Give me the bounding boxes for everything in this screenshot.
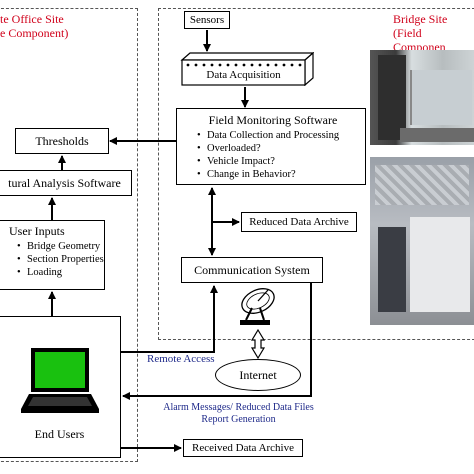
satellite-dish-icon	[230, 284, 280, 328]
remote-site-frame	[0, 8, 138, 462]
field-monitoring-box: Field Monitoring Software Data Collectio…	[176, 108, 366, 185]
reduced-data-archive-label: Reduced Data Archive	[249, 216, 349, 228]
communication-system-box: Communication System	[181, 257, 323, 283]
remote-access-label: Remote Access	[147, 353, 215, 365]
thresholds-label: Thresholds	[35, 133, 89, 148]
list-item: Data Collection and Processing	[197, 129, 365, 142]
end-users-box: End Users	[0, 316, 121, 458]
internet-node: Internet	[215, 359, 301, 391]
bridge-site-frame	[158, 8, 474, 340]
structural-analysis-label: tural Analysis Software	[8, 175, 121, 190]
equipment-photo-bottom	[370, 157, 474, 325]
list-item: Vehicle Impact?	[197, 155, 365, 168]
list-item: Section Properties	[17, 253, 104, 266]
structural-analysis-box: tural Analysis Software	[0, 170, 132, 196]
user-inputs-list: Bridge Geometry Section Properties Loadi…	[15, 240, 104, 279]
received-data-archive-label: Received Data Archive	[191, 442, 294, 454]
data-acquisition-device-shape	[180, 51, 315, 87]
data-acquisition-device: Data Acquisition	[176, 51, 315, 87]
thresholds-box: Thresholds	[15, 128, 109, 154]
field-monitoring-list: Data Collection and Processing Overloade…	[195, 129, 365, 181]
user-inputs-box: User Inputs Bridge Geometry Section Prop…	[0, 220, 105, 290]
end-users-label: End Users	[34, 426, 85, 441]
received-data-archive-box: Received Data Archive	[183, 439, 303, 457]
list-item: Change in Behavior?	[197, 168, 365, 181]
alarm-messages-label: Alarm Messages/ Reduced Data Files Repor…	[163, 402, 314, 425]
field-monitoring-title: Field Monitoring Software	[208, 113, 338, 127]
sensors-label: Sensors	[189, 14, 225, 26]
user-inputs-title: User Inputs	[9, 224, 65, 238]
list-item: Bridge Geometry	[17, 240, 104, 253]
list-item: Loading	[17, 266, 104, 279]
bridge-photo-top	[370, 50, 474, 145]
sensors-box: Sensors	[184, 11, 230, 29]
bridge-site-title: Bridge Site (Field Componen	[393, 12, 448, 54]
remote-site-title: te Office Site e Component)	[0, 12, 69, 40]
laptop-icon	[17, 347, 101, 415]
list-item: Overloaded?	[197, 142, 365, 155]
internet-label: Internet	[239, 367, 277, 382]
communication-system-label: Communication System	[194, 262, 310, 277]
data-acquisition-label: Data Acquisition	[206, 69, 281, 81]
reduced-data-archive-box: Reduced Data Archive	[241, 212, 357, 232]
